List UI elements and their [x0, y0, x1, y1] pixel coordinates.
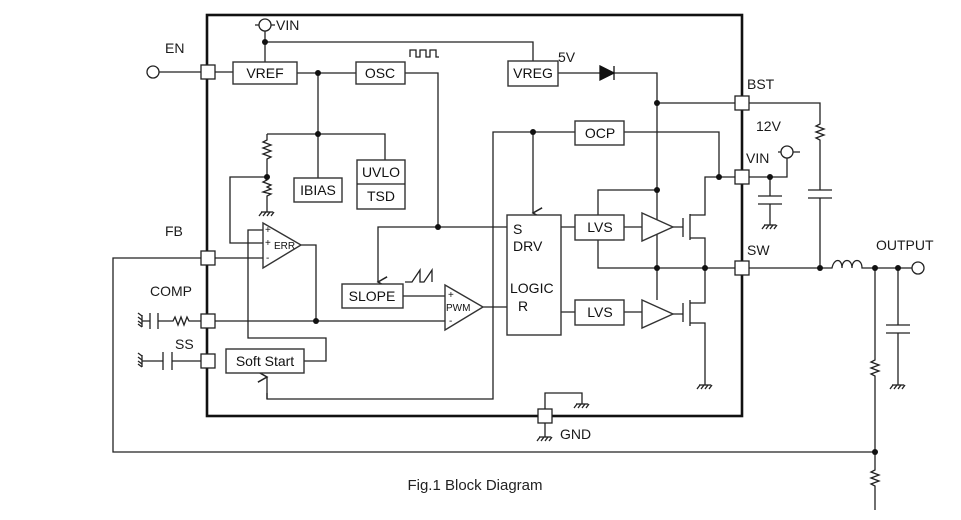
sw-pin-label: SW	[747, 242, 770, 258]
ocp-block	[574, 120, 625, 146]
lvs-top-block	[574, 214, 625, 241]
err-plus-1: +	[265, 225, 271, 236]
pwm-comparator	[444, 283, 485, 332]
err-amplifier	[262, 221, 303, 270]
drv-logic-block	[506, 214, 562, 336]
ss-pin-label: SS	[175, 336, 194, 352]
en-pin-label: EN	[165, 40, 184, 56]
drv-s-label: S	[513, 221, 522, 237]
ocp-label: OCP	[585, 125, 615, 141]
lvs-bottom-label: LVS	[587, 304, 612, 320]
lvs-bottom-block	[574, 299, 625, 326]
low-side-driver	[641, 298, 675, 330]
figure-caption: Fig.1 Block Diagram	[407, 477, 542, 494]
output-label: OUTPUT	[876, 237, 934, 253]
err-plus-2: +	[265, 238, 271, 249]
pwm-label: PWM	[446, 303, 470, 314]
vin-pin-label: VIN	[746, 150, 769, 166]
en-terminal	[146, 65, 160, 79]
uvlo-label: UVLO	[362, 164, 400, 180]
slope-label: SLOPE	[349, 288, 396, 304]
vref-label: VREF	[246, 65, 283, 81]
slope-block	[341, 283, 404, 309]
ibias-label: IBIAS	[300, 182, 336, 198]
vreg-block	[507, 60, 559, 87]
fb-pin-label: FB	[165, 223, 183, 239]
comp-pin-label: COMP	[150, 283, 192, 299]
ibias-block	[293, 177, 343, 203]
err-label: ERR	[274, 241, 295, 252]
vin-internal-terminal	[258, 18, 272, 32]
drv-label: DRV	[513, 238, 543, 254]
high-side-driver	[641, 211, 675, 243]
soft-start-label: Soft Start	[236, 353, 294, 369]
soft-start-block	[225, 348, 305, 374]
lvs-top-label: LVS	[587, 219, 612, 235]
pin-pads	[200, 64, 750, 424]
diode-icon	[599, 64, 616, 82]
pwm-minus: -	[449, 316, 452, 327]
vin-terminal	[780, 145, 794, 159]
drv-r-label: R	[518, 298, 528, 314]
bst-pin-label: BST	[747, 76, 775, 92]
osc-label: OSC	[365, 65, 395, 81]
osc-block	[355, 61, 406, 85]
junction-dots	[262, 39, 901, 455]
err-minus: -	[266, 253, 269, 264]
vreg-label: VREG	[513, 65, 553, 81]
vreg-voltage: 5V	[558, 49, 576, 65]
ic-package-outline	[205, 13, 744, 418]
gnd-pin-label: GND	[560, 426, 591, 442]
vref-block	[232, 61, 298, 85]
bst-voltage: 12V	[756, 118, 782, 134]
pwm-plus: +	[448, 290, 454, 301]
output-terminal	[911, 261, 925, 275]
tsd-label: TSD	[367, 188, 395, 204]
vin-internal-label: VIN	[276, 17, 299, 33]
logic-label: LOGIC	[510, 280, 554, 296]
